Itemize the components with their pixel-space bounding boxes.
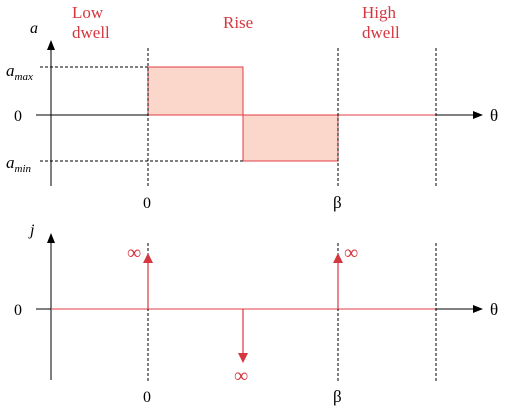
region-labels: Low dwell Rise High dwell bbox=[72, 3, 400, 42]
bottom-tick-0: 0 bbox=[143, 389, 151, 406]
impulse-label-mid: ∞ bbox=[234, 365, 248, 387]
a-min-block bbox=[242, 114, 339, 162]
impulse-label-0: ∞ bbox=[127, 242, 141, 264]
top-y-axis-label: a bbox=[30, 20, 38, 37]
a-min-label: amin bbox=[6, 153, 32, 175]
a-max-block bbox=[147, 66, 244, 116]
bottom-x-axis-label: θ bbox=[490, 300, 498, 319]
impulse-label-beta: ∞ bbox=[344, 242, 358, 264]
top-tick-beta: β bbox=[333, 193, 342, 212]
bottom-y-axis-label: j bbox=[28, 222, 35, 239]
bottom-zero-label: 0 bbox=[14, 302, 22, 319]
a-max-label: amax bbox=[6, 61, 33, 83]
top-plot: a θ 0 amax amin 0 β bbox=[6, 20, 498, 212]
bottom-tick-beta: β bbox=[333, 387, 342, 406]
high-dwell-label: High dwell bbox=[362, 3, 400, 42]
bottom-plot: j θ 0 ∞ ∞ ∞ 0 β bbox=[14, 222, 498, 406]
low-dwell-label: Low dwell bbox=[72, 3, 110, 42]
top-x-axis-label: θ bbox=[490, 106, 498, 125]
rise-label: Rise bbox=[223, 13, 253, 32]
top-tick-0: 0 bbox=[143, 195, 151, 212]
top-zero-label: 0 bbox=[14, 108, 22, 125]
